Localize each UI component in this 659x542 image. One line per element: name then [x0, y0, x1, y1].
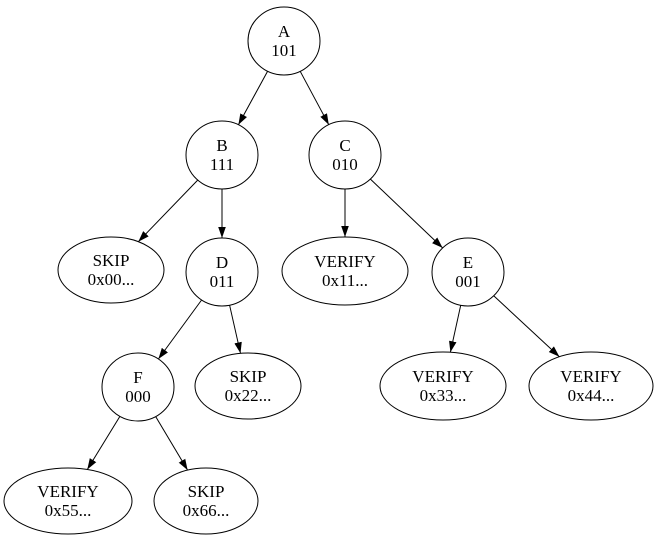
edge-D-skip-0x22 [229, 305, 242, 354]
edge-group [86, 70, 560, 471]
edge-C-E [370, 178, 443, 249]
node-verify-0x55-shape [3, 467, 133, 535]
node-E: E 001 [431, 237, 505, 307]
node-verify-0x55-value: 0x55... [45, 501, 92, 520]
node-skip-0x00-shape [57, 236, 165, 304]
node-A: A 101 [247, 6, 321, 76]
edge-F-skip-0x66 [155, 416, 189, 471]
node-verify-0x44-label: VERIFY [560, 367, 621, 386]
node-verify-0x33: VERIFY 0x33... [379, 351, 507, 421]
node-skip-0x22: SKIP 0x22... [194, 352, 302, 420]
node-verify-0x44-shape [528, 351, 654, 421]
node-F: F 000 [101, 352, 175, 422]
node-E-label: E [463, 253, 473, 272]
edge-B-skip-0x00 [137, 179, 199, 243]
node-C-shape [308, 120, 382, 190]
node-A-label: A [278, 22, 291, 41]
node-verify-0x11-value: 0x11... [322, 271, 368, 290]
node-F-label: F [133, 368, 142, 387]
edge-A-B [237, 70, 269, 126]
node-A-value: 101 [271, 41, 297, 60]
node-skip-0x00-value: 0x00... [88, 270, 135, 289]
node-B-label: B [216, 136, 227, 155]
node-skip-0x66: SKIP 0x66... [153, 467, 259, 535]
node-verify-0x44-value: 0x44... [568, 386, 615, 405]
node-skip-0x22-shape [194, 352, 302, 420]
node-skip-0x00-label: SKIP [93, 251, 130, 270]
edge-D-F [157, 299, 203, 360]
node-skip-0x00: SKIP 0x00... [57, 236, 165, 304]
node-skip-0x66-value: 0x66... [183, 501, 230, 520]
edge-E-verify-0x33 [449, 305, 462, 353]
node-D-label: D [216, 253, 228, 272]
node-verify-0x33-label: VERIFY [412, 367, 473, 386]
node-C-label: C [339, 136, 350, 155]
node-F-shape [101, 352, 175, 422]
node-verify-0x33-value: 0x33... [420, 386, 467, 405]
node-D: D 011 [185, 237, 259, 307]
node-B: B 111 [185, 120, 259, 190]
node-skip-0x66-shape [153, 467, 259, 535]
node-verify-0x33-shape [379, 351, 507, 421]
node-C-value: 010 [332, 155, 358, 174]
node-verify-0x55: VERIFY 0x55... [3, 467, 133, 535]
node-skip-0x66-label: SKIP [188, 482, 225, 501]
node-verify-0x11-label: VERIFY [314, 252, 375, 271]
node-verify-0x44: VERIFY 0x44... [528, 351, 654, 421]
node-skip-0x22-label: SKIP [230, 367, 267, 386]
node-B-value: 111 [210, 155, 234, 174]
node-A-shape [247, 6, 321, 76]
node-C: C 010 [308, 120, 382, 190]
node-verify-0x11-shape [281, 236, 409, 306]
node-D-value: 011 [210, 272, 235, 291]
node-D-shape [185, 237, 259, 307]
node-E-value: 001 [455, 272, 481, 291]
node-verify-0x11: VERIFY 0x11... [281, 236, 409, 306]
node-verify-0x55-label: VERIFY [37, 482, 98, 501]
node-B-shape [185, 120, 259, 190]
edge-E-verify-0x44 [493, 295, 560, 358]
node-skip-0x22-value: 0x22... [225, 386, 272, 405]
node-E-shape [431, 237, 505, 307]
edge-A-C [299, 71, 330, 125]
edge-F-verify-0x55 [86, 416, 121, 470]
node-F-value: 000 [125, 387, 151, 406]
